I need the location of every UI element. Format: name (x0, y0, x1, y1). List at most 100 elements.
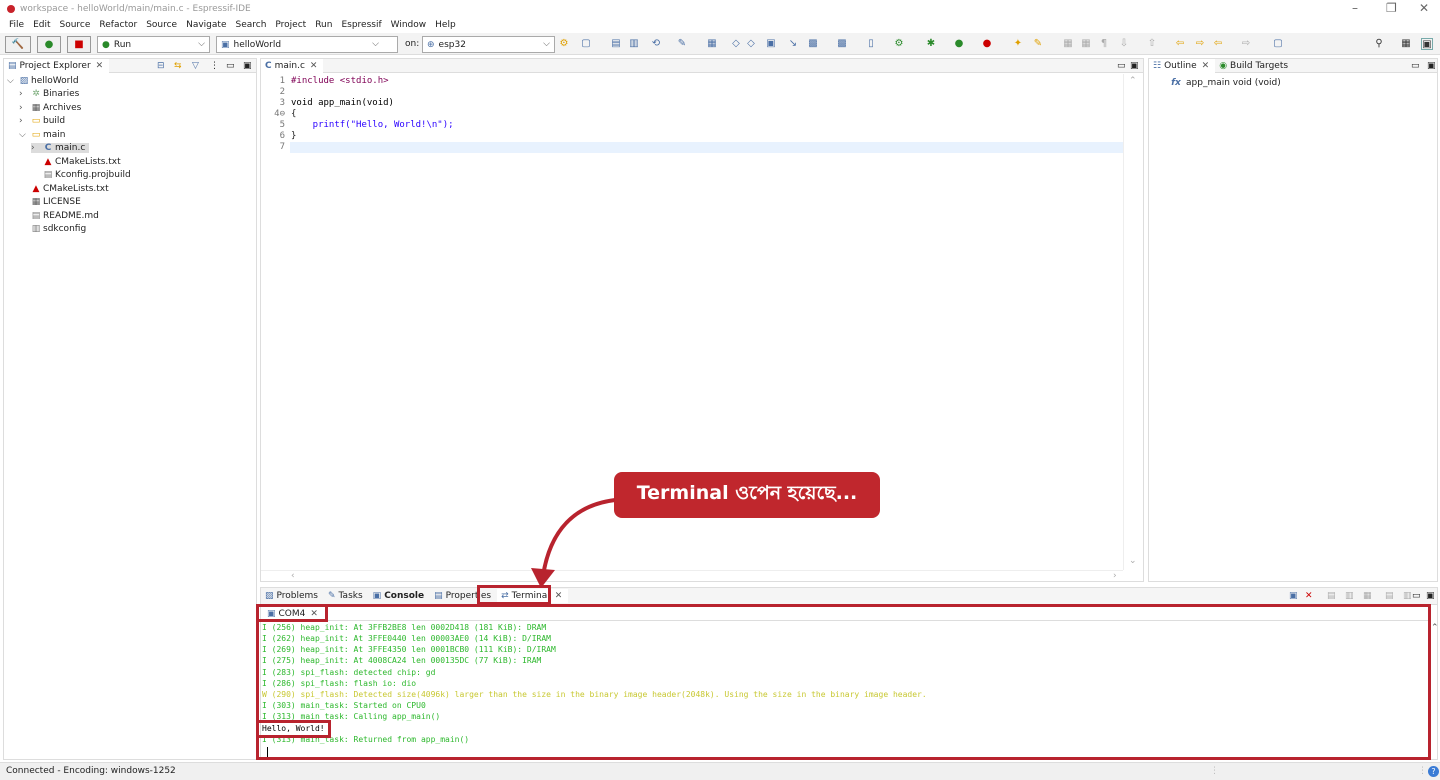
scroll-up-icon[interactable]: ⌃ (1431, 623, 1439, 633)
maximize-icon[interactable]: ▣ (1130, 60, 1139, 71)
menu-file[interactable]: File (9, 20, 25, 30)
menu-window[interactable]: Window (390, 20, 427, 30)
scroll-right-icon[interactable]: › (1113, 571, 1117, 581)
minimize-icon[interactable]: ▭ (1411, 60, 1420, 71)
menu-help[interactable]: Help (435, 20, 456, 30)
close-icon[interactable]: ✕ (309, 60, 318, 71)
tab-outline[interactable]: ☷ Outline ✕ (1149, 58, 1216, 73)
tree-item-cmakelists-main[interactable]: ▲ CMakeLists.txt (41, 157, 121, 167)
forward-icon[interactable]: ⇨ (1241, 38, 1251, 49)
terminal-icon[interactable]: ▣ (766, 38, 776, 49)
tab-main-c[interactable]: C main.c ✕ (261, 58, 324, 73)
launch-mode-select[interactable]: ● Run ⌵ (97, 36, 210, 53)
chevron-right-icon[interactable]: › (19, 116, 23, 126)
tree-item-cmakelists-root[interactable]: ▲ CMakeLists.txt (29, 184, 109, 194)
collapse-all-icon[interactable]: ⊟ (157, 60, 165, 71)
espressif-perspective-icon[interactable]: ▣ (1421, 38, 1433, 50)
build-button[interactable]: 🔨 (5, 36, 31, 53)
scroll-down-icon[interactable]: ⌄ (1129, 556, 1137, 566)
tab-problems[interactable]: ▨ Problems (261, 589, 324, 603)
close-icon[interactable]: ✕ (95, 60, 104, 71)
search-icon[interactable]: ⚲ (1375, 38, 1383, 49)
maximize-icon[interactable]: ▣ (1426, 591, 1435, 601)
tab-com4[interactable]: ▣ COM4 ✕ (263, 607, 324, 621)
maximize-icon[interactable]: ▣ (1427, 60, 1436, 71)
run-icon[interactable]: ● (954, 38, 964, 49)
chevron-right-icon[interactable]: › (19, 89, 23, 99)
minimize-icon[interactable]: ▭ (226, 60, 235, 71)
back-icon[interactable]: ⇦ (1213, 38, 1223, 49)
link-editor-icon[interactable]: ⇆ (174, 60, 182, 71)
tree-item-archives[interactable]: › ▦ Archives (19, 103, 81, 113)
next-annotation-icon[interactable]: ⇩ (1119, 38, 1129, 49)
tree-item-sdkconfig[interactable]: ▥ sdkconfig (29, 224, 86, 234)
minimize-icon[interactable]: – (1352, 1, 1358, 15)
minimize-icon[interactable]: ▭ (1117, 60, 1126, 71)
tree-item-kconfig[interactable]: ▤ Kconfig.projbuild (41, 170, 131, 180)
search-tool-icon[interactable]: ↘ (788, 38, 798, 49)
chevron-right-icon[interactable]: › (31, 143, 35, 153)
package-icon[interactable]: ▩ (808, 38, 818, 49)
tab-project-explorer[interactable]: ▤ Project Explorer ✕ (4, 58, 110, 73)
scroll-up-icon[interactable]: ⌃ (1129, 76, 1137, 86)
menu-edit[interactable]: Edit (33, 20, 51, 30)
tree-item-license[interactable]: ▦ LICENSE (29, 197, 81, 207)
tab-properties[interactable]: ▤ Properties (430, 589, 497, 603)
new-icon[interactable]: ▢ (581, 38, 591, 49)
disconnect-icon[interactable]: ✕ (1305, 591, 1313, 601)
open-terminal-icon[interactable]: ▣ (1289, 591, 1298, 601)
outline-item-app-main[interactable]: fx app_main void (void) (1169, 78, 1281, 88)
menu-run[interactable]: Run (315, 20, 333, 30)
scroll-lock-icon[interactable]: ▤ (1385, 591, 1394, 601)
close-icon[interactable]: ✕ (1201, 60, 1210, 71)
history-icon[interactable]: ⟲ (651, 38, 661, 49)
perspective-icon[interactable]: ▦ (1401, 38, 1411, 49)
copy-icon[interactable]: ▤ (1327, 591, 1336, 601)
code-area[interactable]: 1 #include <stdio.h> 2 3 void app_main(v… (261, 74, 1123, 564)
menu-source-2[interactable]: Source (146, 20, 178, 30)
pilcrow-icon[interactable]: ¶ (1100, 38, 1108, 49)
gear-run-icon[interactable]: ⚙ (894, 38, 904, 49)
tree-item-build[interactable]: › ▭ build (19, 116, 65, 126)
pen-icon[interactable]: ✎ (1033, 38, 1043, 49)
filter-icon[interactable]: ▽ (192, 60, 199, 71)
menu-navigate[interactable]: Navigate (186, 20, 227, 30)
menu-search[interactable]: Search (235, 20, 267, 30)
stop-button[interactable]: ■ (67, 36, 91, 53)
pin-icon[interactable]: ▥ (1403, 591, 1412, 601)
view-menu-icon[interactable]: ⋮ (210, 60, 219, 71)
menu-espressif[interactable]: Espressif (341, 20, 382, 30)
close-icon[interactable]: ✕ (310, 609, 318, 619)
package-2-icon[interactable]: ▩ (837, 38, 847, 49)
menu-source[interactable]: Source (59, 20, 91, 30)
terminal-scrollbar[interactable]: ⌃ (1430, 623, 1439, 759)
tree-item-project[interactable]: ⌵ ▨ helloWorld (7, 76, 79, 86)
tab-console[interactable]: ▣ Console (369, 589, 430, 603)
prev-annotation-icon[interactable]: ⇧ (1147, 38, 1157, 49)
target-settings-icon[interactable]: ⚙ (559, 38, 569, 49)
back-link-icon[interactable]: ◇ (732, 38, 740, 49)
open-type-icon[interactable]: ✦ (1013, 38, 1023, 49)
launch-button[interactable]: ● (37, 36, 61, 53)
menu-refactor[interactable]: Refactor (99, 20, 138, 30)
tree-item-binaries[interactable]: › ✲ Binaries (19, 89, 79, 99)
restore-icon[interactable]: ❐ (1386, 1, 1397, 15)
toggle-icon[interactable]: ▦ (1063, 38, 1073, 49)
clear-icon[interactable]: ▦ (1363, 591, 1372, 601)
print-icon[interactable]: ▦ (707, 38, 717, 49)
tree-item-main-c[interactable]: › C main.c (31, 143, 90, 153)
tree-item-readme[interactable]: ▤ README.md (29, 211, 99, 221)
help-icon[interactable]: ? (1428, 766, 1439, 777)
last-edit-icon[interactable]: ⇦ (1175, 38, 1185, 49)
forward-link-icon[interactable]: ◇ (747, 38, 755, 49)
tree-item-main[interactable]: ⌵ ▭ main (19, 130, 66, 140)
close-icon[interactable]: ✕ (554, 591, 563, 601)
forward-edit-icon[interactable]: ⇨ (1195, 38, 1205, 49)
launch-config-select[interactable]: ▣ helloWorld ⌵ (216, 36, 398, 53)
tab-build-targets[interactable]: ◉ Build Targets (1215, 59, 1294, 73)
scroll-left-icon[interactable]: ‹ (291, 571, 295, 581)
editor-vertical-scrollbar[interactable]: ⌃ ⌄ (1123, 74, 1143, 570)
external-tools-icon[interactable]: ● (982, 38, 992, 49)
file-icon[interactable]: ▯ (868, 38, 874, 49)
minimize-icon[interactable]: ▭ (1412, 591, 1421, 601)
